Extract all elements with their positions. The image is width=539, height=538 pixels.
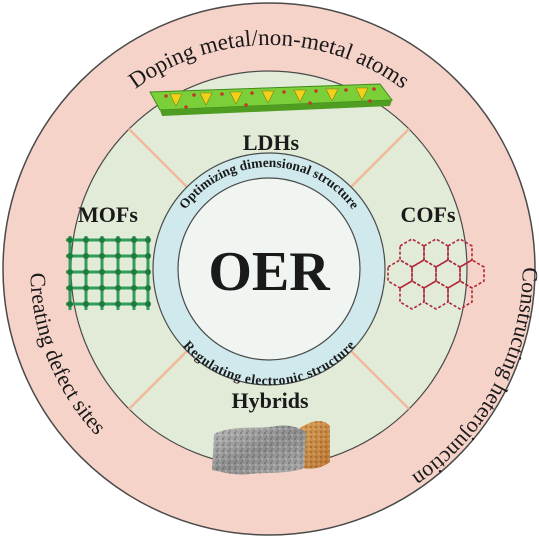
label-mofs: MOFs	[78, 202, 138, 227]
label-ldhs: LDHs	[243, 130, 300, 155]
center-label: OER	[208, 241, 330, 303]
hybrid-material-icon	[212, 421, 330, 475]
label-cofs: COFs	[401, 202, 456, 227]
center-disc	[177, 177, 361, 361]
ldh-structure-icon	[149, 83, 393, 116]
mof-lattice-icon	[66, 236, 151, 310]
cof-network-icon	[387, 238, 485, 310]
quadrant-dividers	[128, 128, 410, 410]
label-hybrids: Hybrids	[231, 388, 308, 413]
